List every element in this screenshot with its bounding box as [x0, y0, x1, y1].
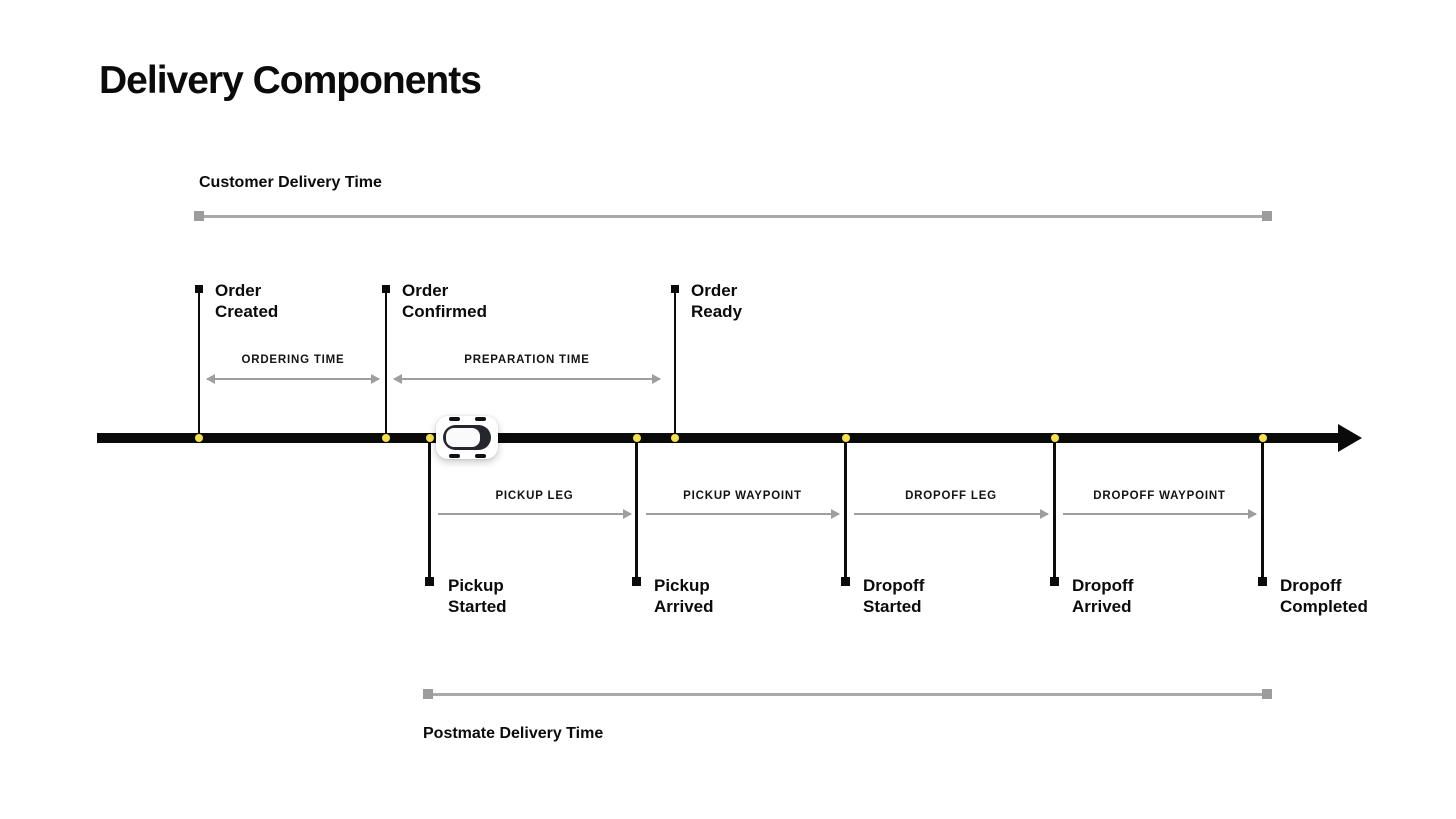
milestone-label: Dropoff Arrived — [1072, 576, 1134, 616]
right-arrow-icon — [1063, 509, 1257, 519]
milestone-dot-icon — [671, 434, 679, 442]
milestone-cap-icon — [382, 285, 390, 293]
milestone-line — [674, 289, 676, 438]
square-endpoint-icon — [1262, 211, 1272, 221]
milestone-line — [844, 438, 847, 584]
milestone-dot-icon — [633, 434, 641, 442]
milestone-line — [385, 289, 387, 438]
page-title: Delivery Components — [99, 59, 482, 102]
milestone-cap-icon — [671, 285, 679, 293]
square-endpoint-icon — [1262, 689, 1272, 699]
milestone-line — [428, 438, 431, 584]
milestone-dot-icon — [426, 434, 434, 442]
right-arrow-icon — [646, 509, 840, 519]
customer-delivery-time-label: Customer Delivery Time — [199, 174, 382, 191]
square-endpoint-icon — [194, 211, 204, 221]
courier-car-icon — [436, 416, 498, 459]
interval-label: DROPOFF LEG — [905, 490, 997, 502]
milestone-cap-icon — [841, 577, 850, 586]
milestone-dot-icon — [382, 434, 390, 442]
right-arrow-icon — [438, 509, 632, 519]
timeline-arrowhead-icon — [1338, 424, 1362, 452]
postmate-delivery-time-label: Postmate Delivery Time — [423, 725, 604, 742]
milestone-cap-icon — [1258, 577, 1267, 586]
milestone-dot-icon — [1259, 434, 1267, 442]
right-arrow-icon — [854, 509, 1049, 519]
milestone-cap-icon — [1050, 577, 1059, 586]
milestone-label: Pickup Arrived — [654, 576, 714, 616]
interval-label: PICKUP WAYPOINT — [683, 490, 802, 502]
milestone-dot-icon — [842, 434, 850, 442]
milestone-line — [198, 289, 200, 438]
milestone-dot-icon — [195, 434, 203, 442]
interval-label: ORDERING TIME — [241, 354, 345, 366]
customer-delivery-time-line — [199, 215, 1267, 218]
milestone-label: Dropoff Completed — [1280, 576, 1368, 616]
interval-label: PREPARATION TIME — [464, 354, 590, 366]
milestone-cap-icon — [195, 285, 203, 293]
milestone-label: Pickup Started — [448, 576, 507, 616]
square-endpoint-icon — [423, 689, 433, 699]
milestone-label: Dropoff Started — [863, 576, 925, 616]
milestone-line — [1053, 438, 1056, 584]
postmate-delivery-time-line — [428, 693, 1267, 696]
timeline-bar — [97, 433, 1341, 443]
milestone-line — [635, 438, 638, 584]
double-arrow-icon — [393, 374, 661, 384]
milestone-line — [1261, 438, 1264, 584]
interval-label: PICKUP LEG — [495, 490, 574, 502]
milestone-label: Order Ready — [691, 281, 743, 321]
milestone-label: Order Created — [215, 281, 279, 321]
milestone-dot-icon — [1051, 434, 1059, 442]
double-arrow-icon — [206, 374, 380, 384]
milestone-cap-icon — [632, 577, 641, 586]
milestone-label: Order Confirmed — [402, 281, 487, 321]
interval-label: DROPOFF WAYPOINT — [1093, 490, 1226, 502]
milestone-cap-icon — [425, 577, 434, 586]
